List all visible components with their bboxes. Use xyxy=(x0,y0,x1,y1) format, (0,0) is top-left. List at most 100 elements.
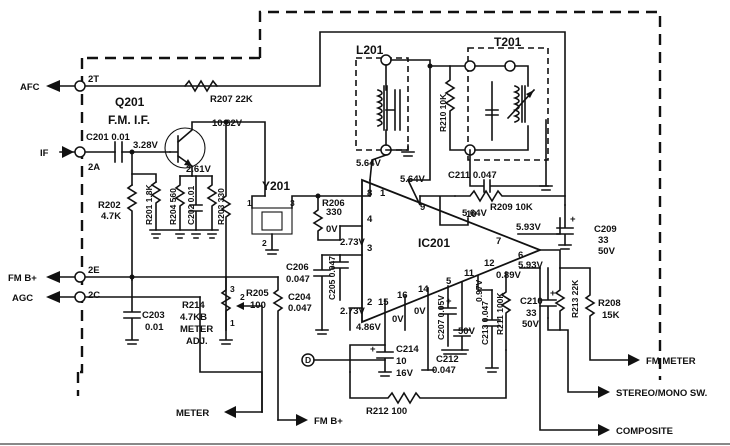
svg-text:+: + xyxy=(370,344,376,355)
y201-pin2: 2 xyxy=(262,238,267,248)
c209-cap: + xyxy=(556,204,576,250)
bias-network xyxy=(126,121,232,331)
r205-ref: R205 xyxy=(246,288,269,299)
vpin7-label: 5.93V xyxy=(516,222,541,233)
pin-3: 3 xyxy=(367,243,372,254)
q201-ref: Q201 xyxy=(115,95,145,109)
afc-label: AFC xyxy=(20,82,40,93)
r214-ref: R214 xyxy=(182,300,205,311)
r208-ref: R208 xyxy=(598,298,621,309)
c207-v: 50V xyxy=(458,326,476,337)
c213-r211 xyxy=(477,271,512,373)
c209-v1: 33 xyxy=(598,235,609,246)
c214-v1: 10 xyxy=(396,356,407,367)
r214-r205 xyxy=(219,276,284,421)
terminal-2t: 2T xyxy=(88,74,99,85)
pin-14: 14 xyxy=(418,284,429,295)
c207-c212: + xyxy=(421,281,471,371)
terminal-2c: 2C xyxy=(88,290,100,301)
vpin4a-label: 2.73V xyxy=(340,237,365,248)
terminal-2e: 2E xyxy=(88,265,100,276)
fm-meter-out-label: FM METER xyxy=(646,356,696,367)
c210-ref: C210 xyxy=(520,296,543,307)
vpin5-label: 0.97V xyxy=(474,279,484,302)
vcollector-label: 10.62V xyxy=(212,118,243,129)
r209-label: R209 10K xyxy=(490,202,533,213)
vemitter-label: 2.61V xyxy=(186,164,211,175)
c212-val: 0.047 xyxy=(432,365,456,376)
pin-1: 1 xyxy=(380,188,386,199)
c204-ref: C204 xyxy=(288,292,311,303)
svg-text:+: + xyxy=(446,296,452,307)
r213-label: R213 22K xyxy=(570,279,580,318)
c213-label: C213 0.047 xyxy=(480,301,490,345)
c203-val: 0.01 xyxy=(145,322,164,333)
pin-16: 16 xyxy=(397,290,408,301)
t201-label: T201 xyxy=(494,35,522,49)
meter-adj-1: METER xyxy=(180,324,213,335)
pin-11: 11 xyxy=(464,268,475,279)
q201-desc: F.M. I.F. xyxy=(108,113,150,127)
ic201-label: IC201 xyxy=(418,236,450,250)
r206-ref: R206 xyxy=(322,198,345,209)
y201-pin3: 3 xyxy=(290,198,295,208)
ic201 xyxy=(361,178,543,324)
output-arrows xyxy=(224,406,308,426)
vpin16-label: 0V xyxy=(392,314,404,325)
l201-label: L201 xyxy=(356,43,384,57)
vpin14-label: 0V xyxy=(414,306,426,317)
c206-ref: C206 xyxy=(286,262,309,273)
r202-val: 4.7K xyxy=(101,211,121,222)
pin-15: 15 xyxy=(378,297,389,308)
vpin12-label: 0.89V xyxy=(496,270,521,281)
r210-label: R210 10K xyxy=(438,93,448,132)
terminal-2a: 2A xyxy=(88,162,100,173)
pin-6: 6 xyxy=(518,250,523,261)
pin-7: 7 xyxy=(496,236,501,247)
if-input xyxy=(59,141,171,163)
r203-label: R203 330 xyxy=(216,188,226,225)
t201-transformer xyxy=(406,47,553,206)
ic-input-caps xyxy=(313,254,349,335)
c205-label: C205 0.047 xyxy=(327,256,337,300)
pin-2: 2 xyxy=(367,297,372,308)
if-label: IF xyxy=(40,148,49,159)
agc-label: AGC xyxy=(12,293,33,304)
fmb-out-label: FM B+ xyxy=(314,416,343,427)
fmb-in-label: FM B+ xyxy=(8,273,37,284)
c202-label: C202 0.01 xyxy=(186,186,196,225)
c206-val: 0.047 xyxy=(286,274,310,285)
c210-r213-r208: + xyxy=(519,267,640,436)
y201-pin1: 1 xyxy=(247,198,252,208)
stereo-out-label: STEREO/MONO SW. xyxy=(616,388,707,399)
pot-pin3: 3 xyxy=(230,284,235,294)
vpin1-label: 0V xyxy=(326,224,338,235)
pin-10: 10 xyxy=(466,209,477,220)
r212-label: R212 100 xyxy=(366,406,407,417)
shield-boundary xyxy=(76,10,662,396)
c210-v1: 33 xyxy=(526,308,537,319)
c214-ref: C214 xyxy=(396,344,419,355)
c211-r209 xyxy=(419,149,566,226)
r207-label: R207 22K xyxy=(210,94,253,105)
svg-text:+: + xyxy=(570,214,576,225)
c212-ref: C212 xyxy=(436,354,459,365)
c204-val: 0.047 xyxy=(288,303,312,314)
c209-ref: C209 xyxy=(594,224,617,235)
c214-v2: 16V xyxy=(396,368,414,379)
composite-out-label: COMPOSITE xyxy=(616,426,673,437)
pin-4: 4 xyxy=(367,214,373,225)
r202-ref: R202 xyxy=(98,200,121,211)
pin-12: 12 xyxy=(484,258,495,269)
c209-v2: 50V xyxy=(598,246,616,257)
pin-5: 5 xyxy=(446,276,452,287)
r212-resistor xyxy=(349,349,507,405)
r211-label: R211 100K xyxy=(495,292,505,335)
l201-coil xyxy=(355,54,431,181)
c203-ref: C203 xyxy=(142,310,165,321)
pot-pin1: 1 xyxy=(230,318,235,328)
vpin2-label: 4.86V xyxy=(356,322,381,333)
y201-filter xyxy=(251,195,319,255)
pin-9: 9 xyxy=(420,202,425,213)
vpin10-label: 5.64V xyxy=(462,208,487,219)
